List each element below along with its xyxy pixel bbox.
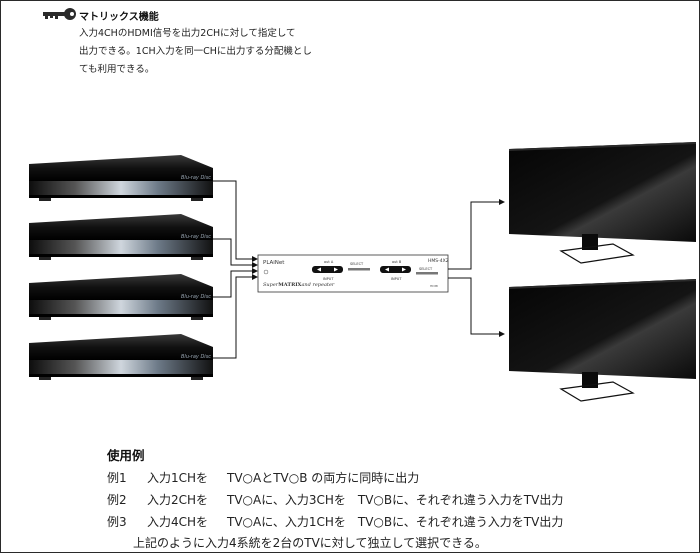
- feature-description-line: 出力できる。1CH入力を同一CHに出力する分配機とし: [79, 46, 312, 57]
- out-b-label: out B: [392, 260, 402, 264]
- bluray-player-3: Blu-ray Disc: [29, 274, 213, 320]
- key-icon: [43, 8, 76, 20]
- bluray-player-1: Blu-ray Disc: [29, 155, 213, 201]
- usage-example-3: 例3 入力4CHを TV○Aに、入力1CHを TV○Bに、それぞれ違う入力をTV出力: [107, 513, 563, 530]
- usage-example-input: 入力4CHを: [147, 515, 209, 529]
- output-cables: [448, 199, 505, 337]
- usage-example-2: 例2 入力2CHを TV○Aに、入力3CHを TV○Bに、それぞれ違う入力をTV出力: [107, 491, 563, 508]
- bluray-logo-4: Blu-ray Disc: [181, 354, 211, 360]
- bluray-logo-3: Blu-ray Disc: [181, 294, 211, 300]
- usage-example-num: 例2: [107, 493, 127, 507]
- select-label-a: SELECT: [350, 262, 364, 266]
- connection-diagram: Blu-ray Disc Blu-ray Disc Blu-ray Disc: [29, 142, 696, 402]
- hdmi-logo: HDMI: [430, 284, 438, 288]
- power-led: [263, 269, 269, 275]
- device-brand: PLAiNet: [263, 260, 285, 266]
- select-indicator-a: [348, 268, 370, 271]
- input-label-a: INPUT: [323, 277, 334, 281]
- usage-example-detail: TV○Aに、入力3CHを TV○Bに、それぞれ違う入力をTV出力: [227, 493, 564, 507]
- input-label-b: INPUT: [391, 277, 402, 281]
- tv-b: [509, 279, 696, 402]
- feature-title: マトリックス機能: [79, 12, 159, 23]
- usage-title: 使用例: [107, 448, 145, 463]
- bluray-logo-1: Blu-ray Disc: [181, 175, 211, 181]
- feature-description: 入力4CHのHDMI信号を出力2CHに対して指定して 出力できる。1CH入力を同…: [79, 25, 329, 79]
- bluray-player-2: Blu-ray Disc: [29, 214, 213, 260]
- usage-example-num: 例3: [107, 515, 127, 529]
- usage-example-num: 例1: [107, 471, 127, 485]
- tv-a: [509, 142, 696, 264]
- usage-example-detail: TV○AとTV○B の両方に同時に出力: [227, 471, 420, 485]
- tv-b-stand: [559, 381, 635, 402]
- device-tagline: SuperMATRIXand repeater: [263, 282, 335, 288]
- select-indicator-b: [416, 272, 438, 275]
- feature-description-line: ても利用できる。: [79, 64, 155, 75]
- bluray-player-4: Blu-ray Disc: [29, 334, 213, 380]
- usage-example-1: 例1 入力1CHを TV○AとTV○B の両方に同時に出力: [107, 469, 419, 486]
- input-select-a: [312, 266, 343, 273]
- input-cables: [213, 180, 258, 359]
- tv-a-stand: [559, 243, 635, 264]
- feature-description-line: 入力4CHのHDMI信号を出力2CHに対して指定して: [79, 28, 296, 39]
- matrix-switcher: PLAiNet SuperMATRIXand repeater HMS-4X2 …: [257, 254, 449, 293]
- out-a-label: out A: [324, 260, 334, 264]
- select-label-b: SELECT: [419, 267, 433, 271]
- usage-example-detail: TV○Aに、入力1CHを TV○Bに、それぞれ違う入力をTV出力: [227, 515, 564, 529]
- usage-example-input: 入力2CHを: [147, 493, 209, 507]
- bluray-logo-2: Blu-ray Disc: [181, 234, 211, 240]
- device-model: HMS-4X2: [428, 258, 449, 264]
- usage-example-input: 入力1CHを: [147, 471, 209, 485]
- input-select-b: [380, 266, 411, 273]
- usage-summary: 上記のように入力4系統を2台のTVに対して独立して選択できる。: [133, 536, 487, 550]
